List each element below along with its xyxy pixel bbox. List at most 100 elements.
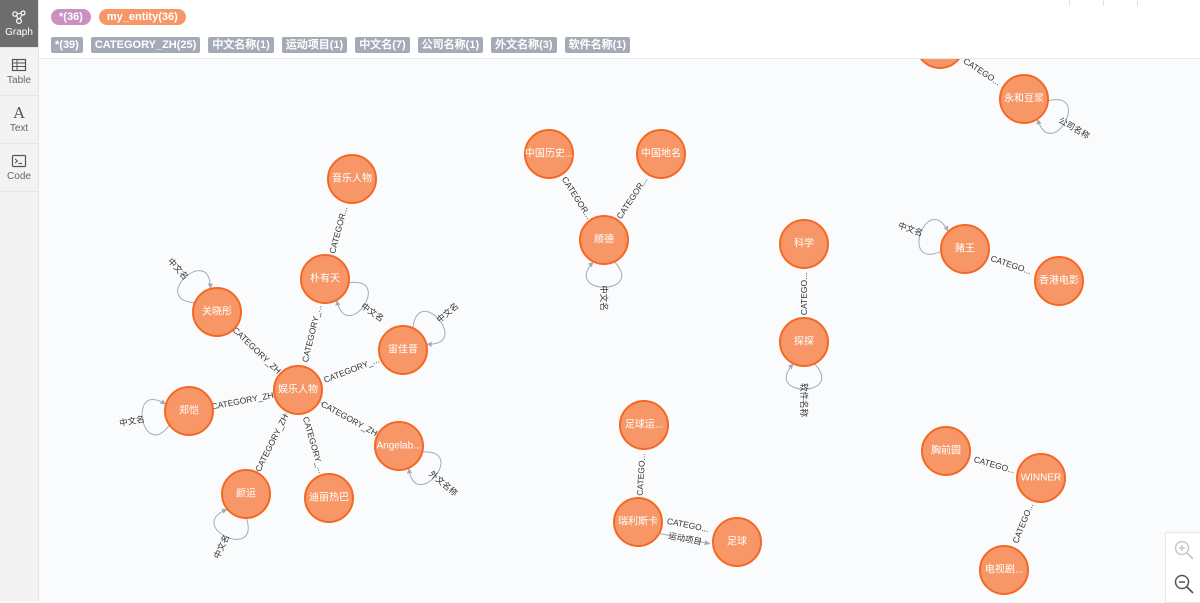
- edge-label-group: CATEGO...: [799, 268, 809, 320]
- relationship-edge[interactable]: CATEGOR...: [557, 171, 597, 225]
- relationship-edge[interactable]: CATEGORY_...: [318, 353, 385, 387]
- sidebar-item-code[interactable]: Code: [0, 144, 38, 192]
- node-label-my-entity[interactable]: my_entity(36): [98, 9, 186, 25]
- self-loop-edge[interactable]: 软件名称: [785, 363, 823, 418]
- graph-node[interactable]: 电视剧...: [979, 545, 1029, 595]
- graph-node[interactable]: 探探: [779, 317, 829, 367]
- graph-node[interactable]: 科学: [779, 219, 829, 269]
- relationship-edge[interactable]: CATEGORY_ZH: [231, 325, 283, 376]
- graph-node[interactable]: 中国历史...: [524, 129, 574, 179]
- loop-arrow: [207, 283, 214, 289]
- loop-label: 中文名: [599, 285, 609, 311]
- node-circle: [524, 129, 574, 179]
- sidebar-item-table[interactable]: Table: [0, 48, 38, 96]
- edge-label-background: [671, 531, 699, 547]
- edge-label-group: CATEGO...: [958, 59, 1006, 90]
- edge-label: CATEGOR...: [614, 175, 649, 221]
- rel-type-all[interactable]: *(39): [51, 37, 83, 53]
- edge-label-background: [211, 389, 274, 412]
- node-label: 顺德: [594, 233, 614, 246]
- loop-path: [1037, 99, 1069, 134]
- graph-node[interactable]: 赌王: [940, 224, 990, 274]
- relationship-edge[interactable]: CATEGO...: [968, 453, 1021, 477]
- edge-arrow: [704, 540, 711, 546]
- loop-label-group: 软件名称: [799, 383, 809, 418]
- self-loop-edge[interactable]: 中文名: [118, 399, 170, 436]
- node-label: 娱乐人物: [278, 383, 318, 396]
- relationship-edge[interactable]: CATEGOR...: [326, 201, 351, 259]
- relationship-edge[interactable]: CATEGORY_ZH: [253, 412, 290, 473]
- graph-canvas[interactable]: 中文名中文名中文名中文名外文名称中文名中文名软件名称中文名公司名称 CATEGO…: [39, 59, 1200, 601]
- relationship-edge[interactable]: CATEGO...: [958, 59, 1006, 90]
- code-icon: [11, 154, 27, 168]
- graph-node[interactable]: 足球: [712, 517, 762, 567]
- relationship-edge[interactable]: CATEGO...: [799, 268, 809, 320]
- rel-type-software-name[interactable]: 软件名称(1): [564, 37, 631, 53]
- edge-label: CATEGO...: [962, 59, 1003, 87]
- node-label: 探探: [794, 335, 814, 348]
- zoom-controls: [1165, 532, 1200, 603]
- edge-label-group: CATEGOR...: [326, 201, 351, 259]
- graph-node[interactable]: 香港电影: [1034, 256, 1084, 306]
- relationship-edge[interactable]: CATEGORY_ZH: [319, 399, 379, 438]
- node-label: 香港电影: [1039, 274, 1079, 287]
- graph-node-offscreen[interactable]: [916, 59, 964, 69]
- loop-path: [141, 399, 170, 436]
- relationship-edge[interactable]: CATEGORY_...: [299, 300, 325, 367]
- node-label: 关晓彤: [202, 305, 232, 318]
- graph-node[interactable]: 娱乐人物: [273, 365, 323, 415]
- graph-node[interactable]: 中国地名: [636, 129, 686, 179]
- graph-node[interactable]: 音乐人物: [327, 154, 377, 204]
- graph-node[interactable]: 瑞利斯卡: [613, 497, 663, 547]
- rel-type-company-name[interactable]: 公司名称(1): [417, 37, 484, 53]
- node-label: 永和豆浆: [1004, 92, 1044, 105]
- graph-node[interactable]: 宙佳音: [378, 325, 428, 375]
- rel-type-category-zh[interactable]: CATEGORY_ZH(25): [90, 37, 201, 53]
- node-label-all[interactable]: *(36): [51, 9, 91, 25]
- relationship-edge[interactable]: CATEGO...: [634, 448, 648, 501]
- rel-type-foreign-name[interactable]: 外文名称(3): [491, 37, 557, 53]
- relationship-edge[interactable]: CATEGOR...: [612, 171, 652, 224]
- loop-path: [213, 508, 249, 540]
- edge-label: CATEGO...: [973, 454, 1016, 475]
- relationship-type-legend: *(39) CATEGORY_ZH(25) 中文名称(1) 运动项目(1) 中文…: [51, 37, 631, 53]
- node-label: 迪丽热巴: [309, 491, 349, 504]
- graph-node[interactable]: 颜运: [221, 469, 271, 519]
- loop-arrow: [787, 363, 794, 370]
- sidebar-item-text[interactable]: A Text: [0, 96, 38, 144]
- graph-node[interactable]: 胸前圆: [921, 426, 971, 476]
- graph-node[interactable]: 迪丽热巴: [304, 473, 354, 523]
- relationship-edge[interactable]: CATEGO...: [1008, 497, 1037, 549]
- relationship-edge[interactable]: CATEGO...: [985, 251, 1037, 278]
- sidebar-item-graph[interactable]: Graph: [0, 0, 38, 48]
- graph-node[interactable]: 关晓彤: [192, 287, 242, 337]
- graph-node[interactable]: 足球运...: [619, 400, 669, 450]
- graph-node[interactable]: 朴有天: [300, 254, 350, 304]
- edge-label: CATEGORY_ZH: [211, 390, 275, 412]
- loop-label-group: 中文名: [359, 301, 386, 324]
- graph-node[interactable]: Angelab...: [374, 421, 424, 471]
- relationship-edge[interactable]: CATEGORY_...: [299, 411, 328, 479]
- edge-label-background: [326, 201, 351, 259]
- zoom-out-button[interactable]: [1166, 567, 1200, 601]
- rel-type-chinese-name[interactable]: 中文名(7): [355, 37, 410, 53]
- graph-icon: [12, 10, 26, 25]
- graph-node[interactable]: WINNER: [1016, 453, 1066, 503]
- rel-type-sport[interactable]: 运动项目(1): [281, 37, 348, 53]
- relationship-edge[interactable]: CATEGORY_ZH: [211, 390, 275, 412]
- edge-label-background: [320, 399, 379, 438]
- loop-label: 中文名: [166, 256, 191, 282]
- graph-node[interactable]: 郑恺: [164, 386, 214, 436]
- loop-arrow: [335, 299, 341, 306]
- edge-label-group: CATEGORY_...: [299, 300, 325, 367]
- node-label: 瑞利斯卡: [618, 515, 658, 528]
- node-label: 颜运: [236, 487, 256, 500]
- node-label: 宙佳音: [388, 343, 418, 356]
- zoom-in-button[interactable]: [1166, 533, 1200, 567]
- self-loop-edge[interactable]: 中文名: [585, 261, 623, 311]
- rel-type-chinese-title[interactable]: 中文名称(1): [208, 37, 274, 53]
- edge-label: CATEGO...: [799, 273, 809, 315]
- loop-arrow: [406, 467, 413, 474]
- graph-node[interactable]: 顺德: [579, 215, 629, 265]
- graph-node[interactable]: 永和豆浆: [999, 74, 1049, 124]
